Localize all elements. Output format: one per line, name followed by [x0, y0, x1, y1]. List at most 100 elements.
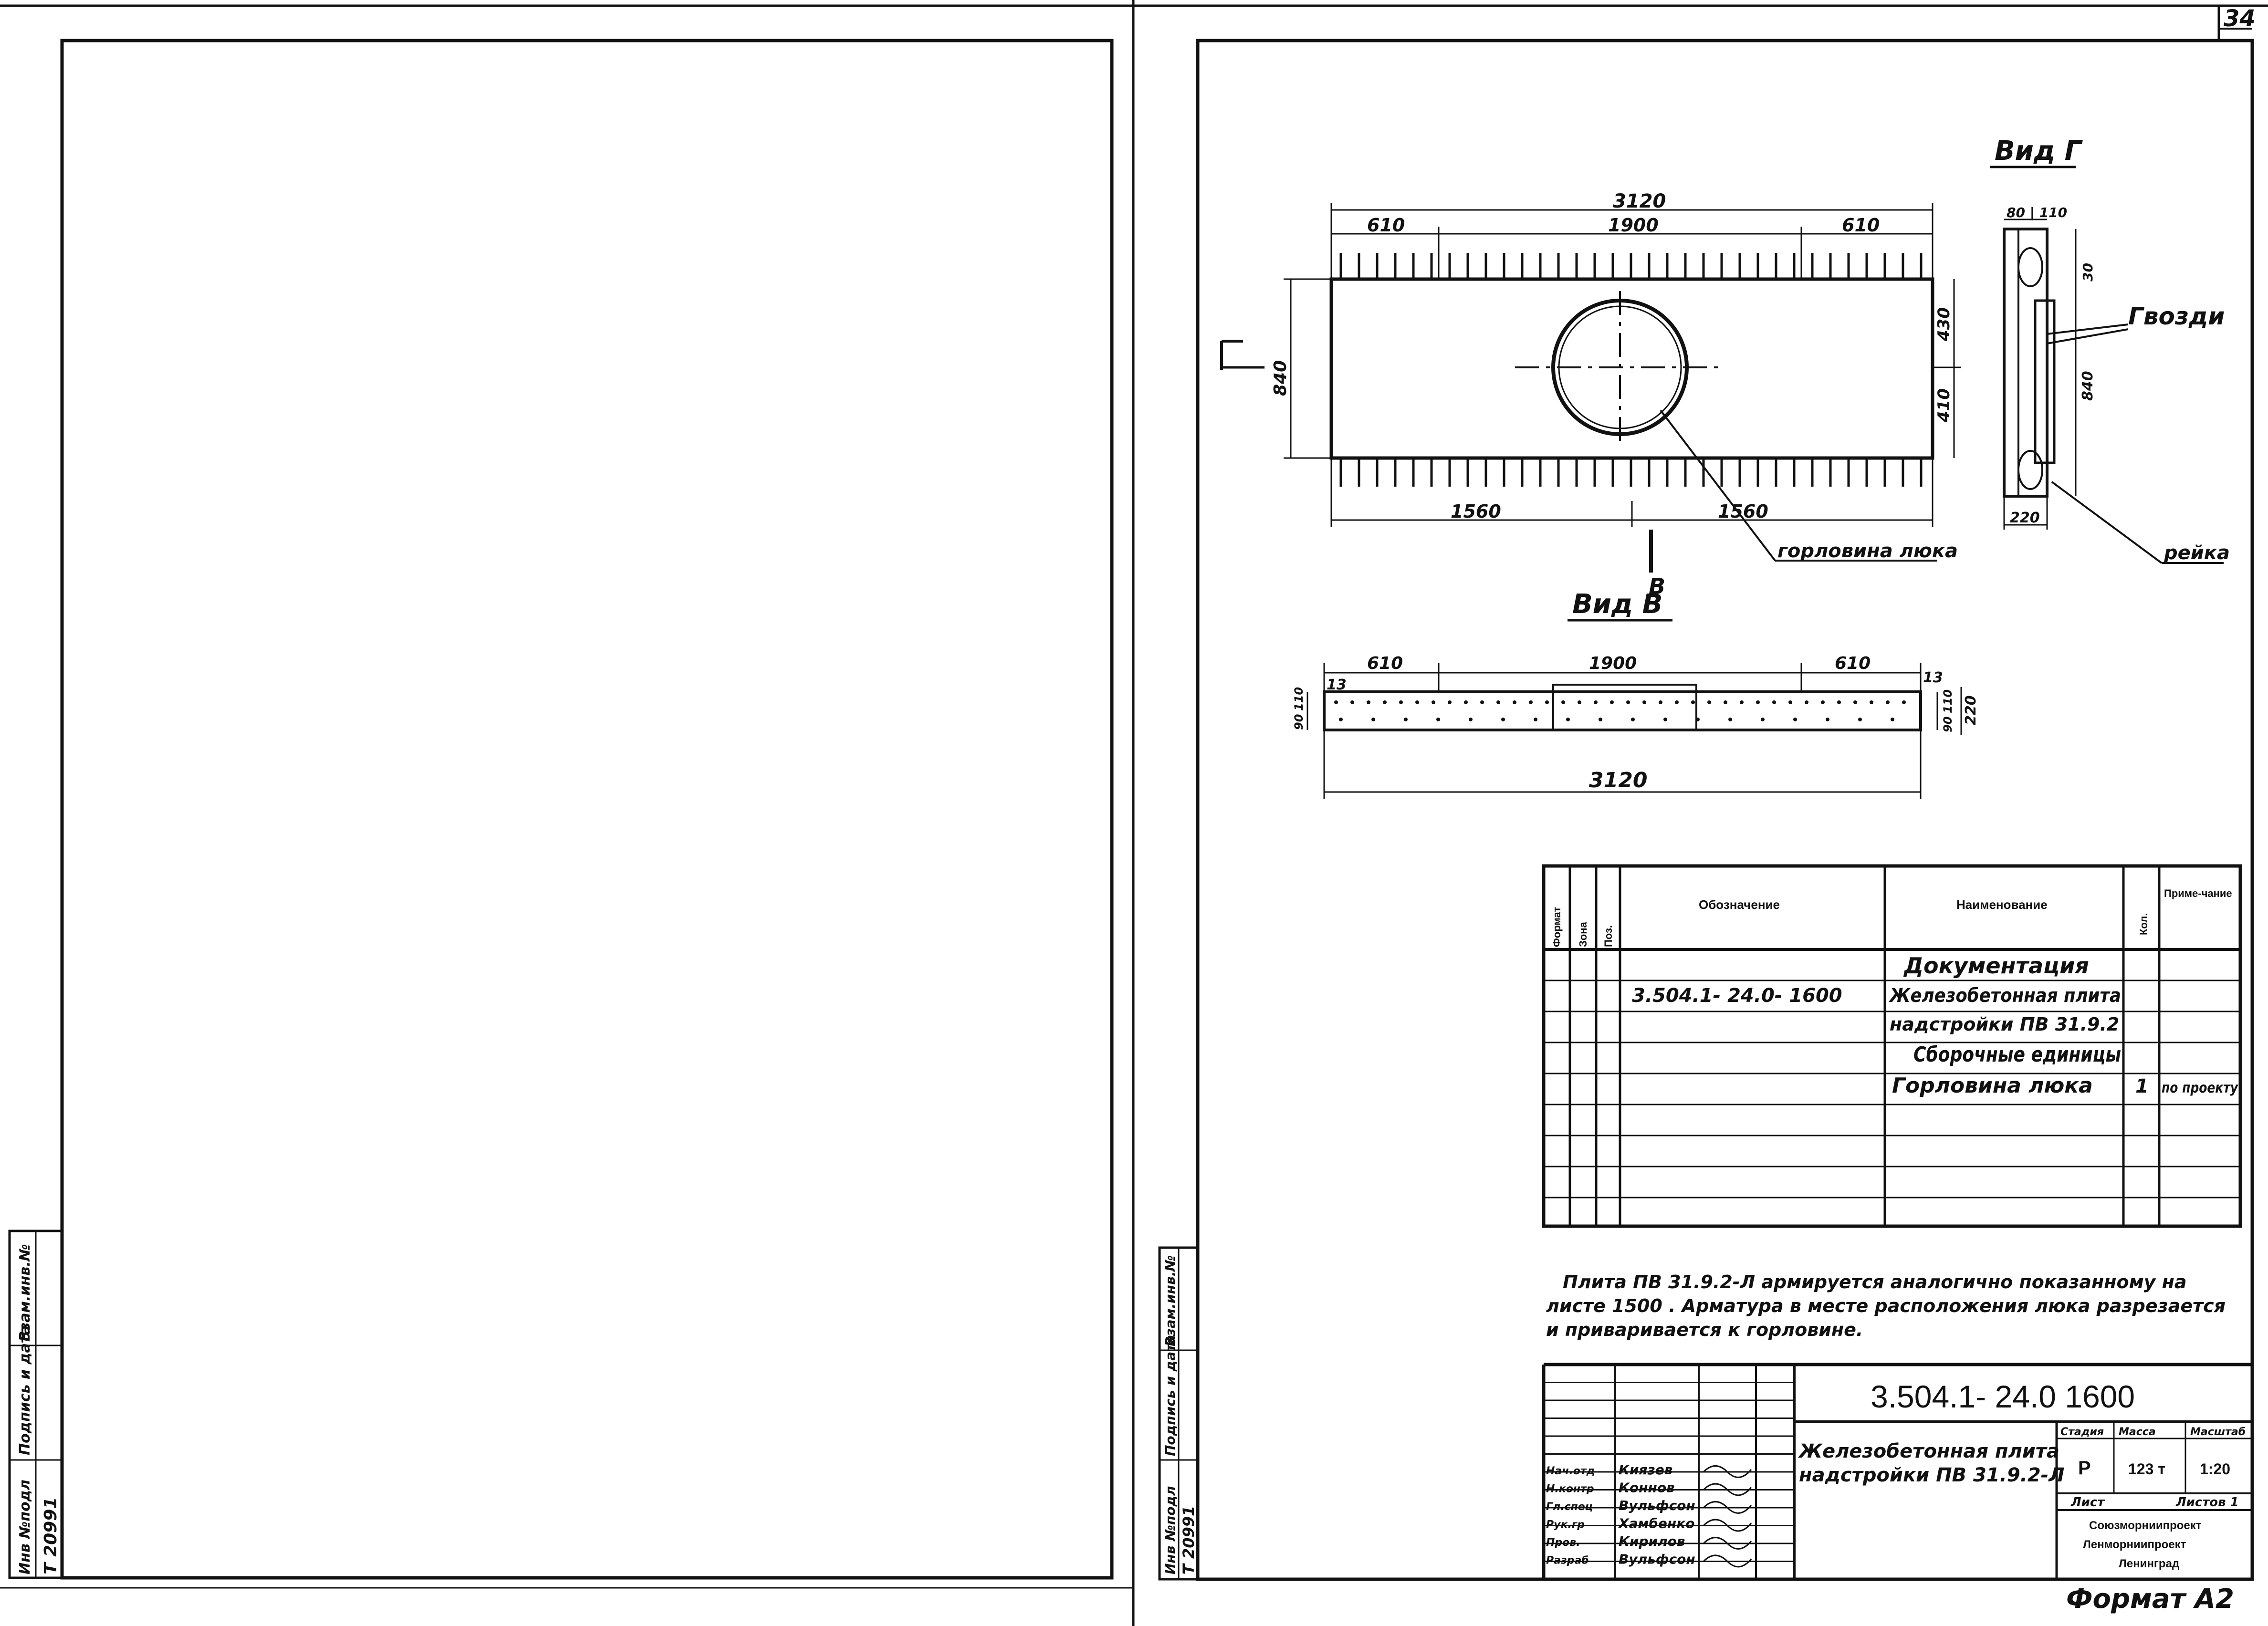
view-v-dim-b: 110 — [1292, 687, 1306, 711]
view-v-dim-side: 13 — [1327, 677, 1347, 693]
rebar-dot — [1599, 718, 1602, 721]
view-v-dim-left: 610 — [1367, 654, 1403, 673]
rebar-dot — [1566, 718, 1570, 721]
rebar-dot — [1501, 718, 1505, 721]
left-stamp-inv-value: Т 20991 — [41, 1497, 61, 1574]
rebar-dot — [1821, 700, 1825, 704]
rebar-dot — [1659, 700, 1662, 704]
spec-header-note: Приме-чание — [2164, 887, 2232, 899]
signature-scribble — [1703, 1465, 1752, 1478]
view-v-dim-d: 110 — [1941, 689, 1954, 713]
rebar-ticks-top — [1339, 253, 1923, 279]
view-g-title: Вид Г — [1995, 136, 2083, 167]
rebar-dot — [1870, 700, 1873, 704]
title-block-org-line1: Союзморниипроект — [2089, 1519, 2202, 1532]
rebar-dot — [1756, 700, 1760, 704]
left-stamp-vzam-label: Взам.инв.№ — [17, 1244, 33, 1342]
spec-row-4-name: Горловина люка — [1892, 1074, 2093, 1098]
view-g-dim-right: 610 — [1842, 215, 1880, 236]
side-label-strip: рейка — [2163, 542, 2230, 564]
rebar-dot — [1761, 718, 1765, 721]
rebar-dot — [1334, 700, 1338, 704]
rebar-dot — [1383, 700, 1387, 704]
signature-role: Пров. — [1546, 1537, 1580, 1549]
rebar-dot — [1631, 718, 1635, 721]
rebar-dot — [1464, 700, 1468, 704]
spec-row-4-qty: 1 — [2135, 1075, 2149, 1097]
rebar-dot — [1371, 718, 1375, 721]
view-v-dim-side-right: 13 — [1923, 669, 1943, 686]
signature-name: Киязев — [1619, 1462, 1672, 1478]
rebar-dot — [1740, 700, 1744, 704]
title-block-grid — [1544, 1382, 1794, 1562]
note-line-1: Плита ПВ 31.9.2-Л армируется аналогично … — [1563, 1272, 2187, 1292]
view-v-dim-right: 610 — [1835, 654, 1871, 673]
view-v-dim-c: 90 — [1941, 717, 1954, 732]
spec-header-format: Формат — [1551, 907, 1563, 947]
rebar-dot — [1826, 718, 1829, 721]
right-stamp-sign-label: Подпись и дата — [1162, 1335, 1178, 1456]
title-block-mass-label: Масса — [2119, 1426, 2156, 1438]
spec-row-2-name: надстройки ПВ 31.9.2 — [1890, 1014, 2119, 1035]
view-g-dim-bottom-left: 1560 — [1451, 501, 1501, 522]
rebar-dot — [1788, 700, 1792, 704]
title-block-stage-value: Р — [2078, 1458, 2091, 1479]
spec-header-designation: Обозначение — [1699, 897, 1780, 912]
signature-name: Вульфсон — [1619, 1552, 1695, 1567]
right-margin-stamp: Инв №подл Т 20991 Подпись и дата Взам.ин… — [1158, 1246, 1199, 1581]
note-line-2: листе 1500 . Арматура в месте расположен… — [1546, 1295, 2226, 1316]
rebar-dot — [1858, 718, 1862, 721]
title-block: 3.504.1- 24.0 1600 Железобетонная плита … — [1542, 1363, 2252, 1579]
title-block-mass-value: 123 т — [2128, 1460, 2165, 1478]
signature-role: Гл.спец — [1546, 1501, 1593, 1513]
right-sheet-frame — [1196, 39, 2254, 1581]
rebar-dot — [1513, 700, 1516, 704]
title-block-title-line2: надстройки ПВ 31.9.2-Л — [1799, 1464, 2065, 1486]
rebar-dots — [1334, 700, 1906, 721]
signature-name: Кирилов — [1619, 1533, 1685, 1549]
side-dim-small: 30 — [2080, 263, 2096, 281]
right-stamp-vzam-label: Взам.инв.№ — [1162, 1255, 1178, 1346]
signature-scribble — [1703, 1519, 1752, 1532]
title-block-title-line1: Железобетонная плита — [1798, 1440, 2059, 1462]
left-stamp-sign-label: Подпись и дата — [17, 1325, 33, 1455]
view-v-dim-height: 220 — [1963, 695, 1979, 725]
rebar-dot — [1772, 700, 1776, 704]
right-stamp-inv-value: Т 20991 — [1180, 1506, 1198, 1574]
view-v-dim-mid: 1900 — [1589, 654, 1637, 673]
rebar-dot — [1578, 700, 1581, 704]
rebar-dot — [1853, 700, 1857, 704]
rebar-dot — [1707, 700, 1711, 704]
slab-elevation-outline — [1323, 690, 1922, 731]
rebar-dot — [1534, 718, 1537, 721]
title-block-org-line3: Ленинград — [2119, 1557, 2179, 1570]
side-view-drawing: 80 | 110 30 840 220 Гвозди рейка — [2003, 205, 2230, 564]
rebar-dot — [1793, 718, 1797, 721]
title-block-stage-label: Стадия — [2060, 1426, 2104, 1438]
view-g-dim-lower: 410 — [1934, 388, 1954, 423]
view-v-dim-a: 90 — [1292, 714, 1306, 730]
view-g-drawing: Вид Г 3120 610 1900 610 840 430 410 — [1220, 136, 2083, 599]
rebar-ticks-bottom — [1339, 458, 1923, 487]
title-block-sheets-label: Листов 1 — [2175, 1495, 2239, 1510]
rebar-dot — [1663, 718, 1667, 721]
signature-role: Рук.гр — [1546, 1519, 1585, 1531]
rebar-dot — [1594, 700, 1598, 704]
note-line-3: и приваривается к горловине. — [1546, 1319, 1863, 1340]
sheet-number: 34 — [2224, 5, 2256, 32]
view-v-drawing: Вид В 610 1900 610 13 13 90 110 90 110 2… — [1292, 589, 1979, 799]
spec-row-3-name: Сборочные единицы — [1913, 1042, 2121, 1067]
spec-table: Формат Зона Поз. Обозначение Наименовани… — [1542, 864, 2242, 1228]
spec-header-qty: Кол. — [2138, 913, 2150, 935]
title-block-org-line2: Ленморниипроект — [2083, 1538, 2186, 1551]
rebar-dot — [1886, 700, 1890, 704]
signature-role: Нач.отд — [1546, 1465, 1595, 1477]
rebar-dot — [1805, 700, 1808, 704]
rebar-dot — [1399, 700, 1403, 704]
format-note: Формат А2 — [2066, 1584, 2234, 1615]
rebar-dot — [1436, 718, 1440, 721]
rebar-dot — [1837, 700, 1841, 704]
rebar-dot — [1675, 700, 1679, 704]
rebar-dot — [1529, 700, 1533, 704]
